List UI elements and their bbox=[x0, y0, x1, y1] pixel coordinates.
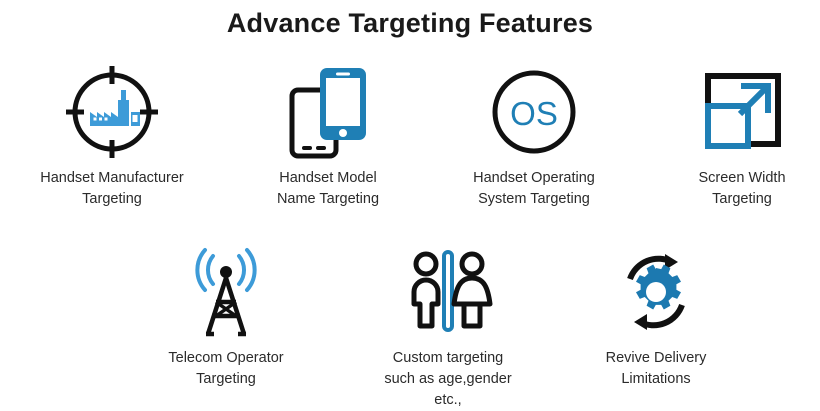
feature-screen-width: Screen Width Targeting bbox=[642, 62, 820, 210]
feature-handset-operating-system: OS Handset Operating System Targeting bbox=[434, 62, 634, 210]
feature-handset-model-name: Handset Model Name Targeting bbox=[228, 62, 428, 210]
expand-arrow-frame-icon bbox=[642, 62, 820, 162]
os-label: OS bbox=[510, 95, 558, 132]
feature-label: Screen Width Targeting bbox=[698, 170, 786, 208]
broadcast-tower-icon bbox=[126, 242, 326, 342]
feature-handset-manufacturer: Handset Manufacturer Targeting bbox=[12, 62, 212, 210]
feature-label: Revive Delivery Limitations bbox=[605, 350, 707, 388]
feature-label: Custom targeting such as age,gender etc.… bbox=[384, 350, 512, 409]
male-female-icon bbox=[348, 242, 548, 342]
feature-label: Handset Model Name Targeting bbox=[276, 170, 380, 208]
page-title: Advance Targeting Features bbox=[226, 8, 594, 38]
gear-refresh-icon bbox=[556, 242, 756, 342]
feature-label: Telecom Operator Targeting bbox=[168, 350, 284, 388]
feature-revive-delivery: Revive Delivery Limitations bbox=[556, 242, 756, 390]
feature-telecom-operator: Telecom Operator Targeting bbox=[126, 242, 326, 390]
feature-label: Handset Manufacturer Targeting bbox=[40, 170, 184, 208]
os-circle-icon: OS bbox=[434, 62, 634, 162]
two-phones-icon bbox=[228, 62, 428, 162]
advance-targeting-features-infographic: Advance Targeting Features bbox=[12, 8, 820, 408]
crosshair-factory-icon bbox=[12, 62, 212, 162]
feature-custom-targeting: Custom targeting such as age,gender etc.… bbox=[348, 242, 548, 411]
feature-label: Handset Operating System Targeting bbox=[473, 170, 595, 208]
